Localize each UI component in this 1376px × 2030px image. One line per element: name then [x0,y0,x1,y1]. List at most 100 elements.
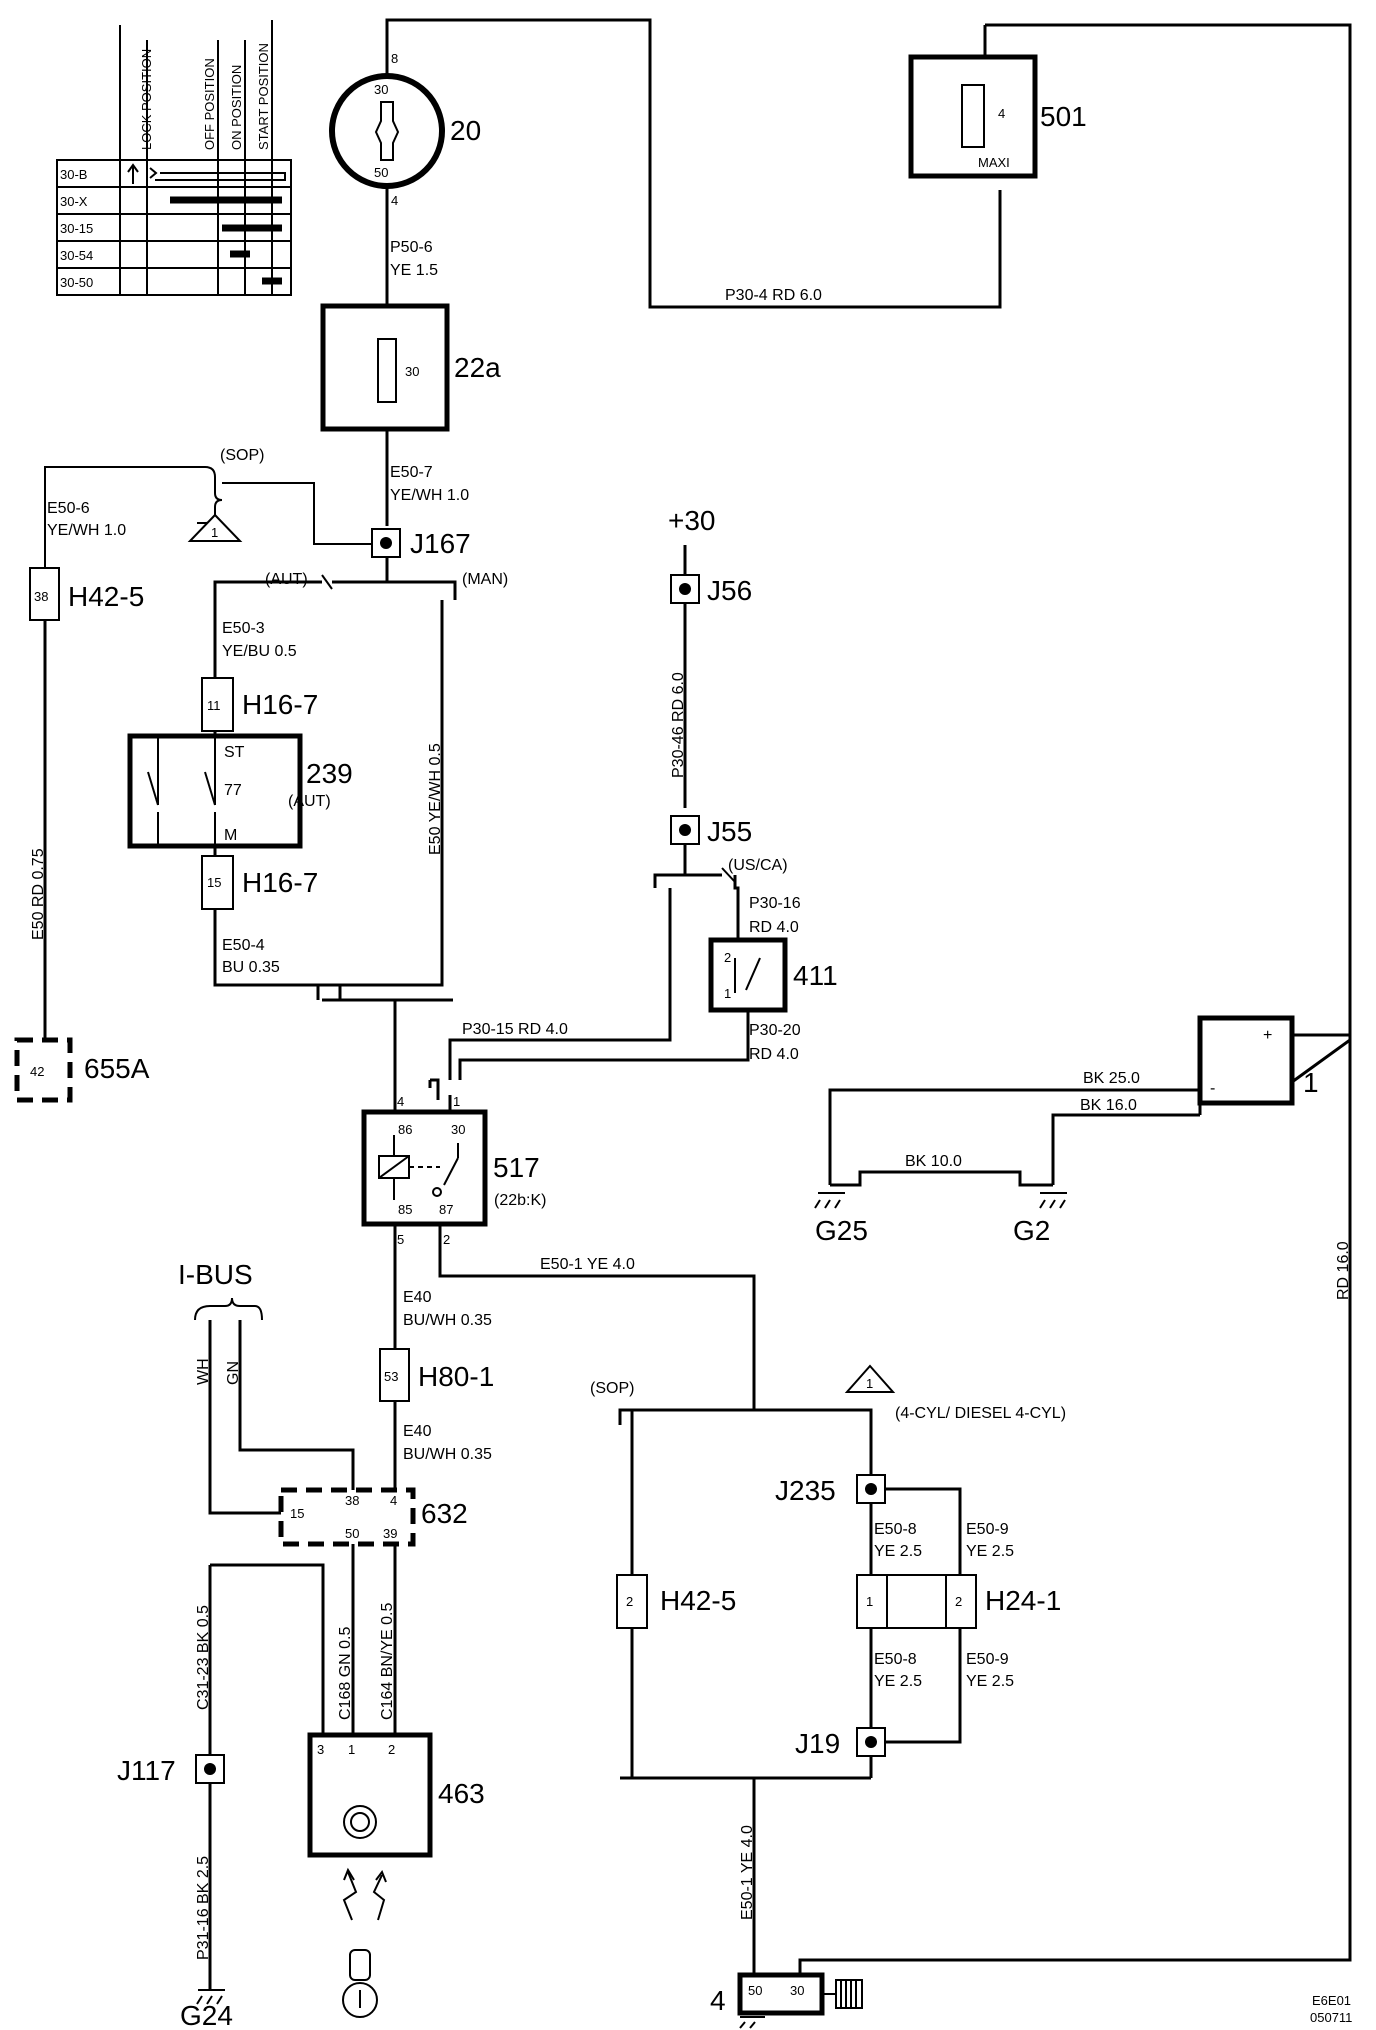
battery-label: 1 [1303,1067,1319,1098]
wire-e50-1-bottom: E50-1 YE 4.0 [739,1825,756,1920]
relay-517: 86 30 85 87 4 1 5 2 517 (22b:K) [361,1094,546,1247]
wire-e50-9-a-id: E50-9 [966,1521,1009,1538]
ground-starter-icon [739,2016,765,2029]
splice-j55: J55 [670,815,752,847]
c517-pin5: 5 [397,1232,404,1247]
c632-38: 38 [345,1493,359,1508]
c463-label: 463 [438,1778,485,1809]
ref-code-2: 050711 [1310,2010,1352,2025]
note-aut: (AUT) [265,571,308,588]
j167-label: J167 [410,528,471,559]
wire-e40-b-spec: BU/WH 0.35 [403,1446,492,1463]
c20-pin50-label: 50 [374,165,388,180]
h16-7-bottom-label: H16-7 [242,867,318,898]
splice-j56: J56 [670,574,752,606]
signal-arrows-icon [342,1867,387,1921]
table-header-on: ON POSITION [229,65,244,150]
connector-h24-1: 1 2 H24-1 [856,1574,1061,1629]
c463-2: 2 [388,1742,395,1757]
wire-e50-7-spec: YE/WH 1.0 [390,487,469,504]
c4-30: 30 [790,1983,804,1998]
wire-p50-6-spec: YE 1.5 [390,262,438,279]
c4-50: 50 [748,1983,762,1998]
table-row-3054: 30-54 [60,248,93,263]
c632-39: 39 [383,1526,397,1541]
c517-label: 517 [493,1152,540,1183]
h24-1-pin1: 1 [866,1594,873,1609]
wire-p50-6-id: P50-6 [390,239,433,256]
starter-motor-4: 50 30 4 [710,1972,863,2029]
c632-50: 50 [345,1526,359,1541]
wire-e50-6-id: E50-6 [47,500,90,517]
c517-86: 86 [398,1122,412,1137]
connector-h80-1: 53 H80-1 [379,1348,494,1402]
wire-p30-20-spec: RD 4.0 [749,1046,799,1063]
g2-label: G2 [1013,1215,1050,1246]
ibus-label: I-BUS [178,1259,253,1290]
c517-30: 30 [451,1122,465,1137]
wire-p30-15: P30-15 RD 4.0 [462,1021,568,1038]
wire-e50-9-a-spec: YE 2.5 [966,1543,1014,1560]
connector-h16-7-bottom: 15 H16-7 [201,855,318,910]
c463-1: 1 [348,1742,355,1757]
table-row-3015: 30-15 [60,221,93,236]
c501-pin-label: 4 [998,106,1005,121]
wire-p30-16-id: P30-16 [749,895,801,912]
c517-87: 87 [439,1202,453,1217]
ground-g24-icon [196,1989,225,2005]
c411-pin2: 2 [724,950,731,965]
h24-1-pin2: 2 [955,1594,962,1609]
c22a-label: 22a [454,352,501,383]
table-header-start: START POSITION [256,43,271,150]
battery-plus: + [1263,1027,1272,1044]
c20-conn8-label: 8 [391,51,398,66]
c4-label: 4 [710,1985,726,2016]
maxi-fuse-501: 4 MAXI 501 [908,54,1087,179]
warning-top-number: 1 [211,525,218,540]
wire-e50-1-top: E50-1 YE 4.0 [540,1256,635,1273]
wire-p30-20-id: P30-20 [749,1022,801,1039]
wire-e50-9-b-id: E50-9 [966,1651,1009,1668]
h16-7-top-label: H16-7 [242,689,318,720]
table-row-30b: 30-B [60,167,87,182]
lock-arrow-icon [127,163,139,184]
c20-label: 20 [450,115,481,146]
c517-note: (22b:K) [494,1192,546,1209]
wire-e40-b-id: E40 [403,1423,432,1440]
component-655a: 42 655A [14,1037,150,1103]
plus30-label: +30 [668,505,716,536]
j117-label: J117 [117,1755,176,1786]
c655a-label: 655A [84,1053,150,1084]
c501-type-label: MAXI [978,155,1010,170]
c239-st: ST [224,744,245,761]
c517-pin1: 1 [453,1094,460,1109]
connector-h16-7-top: 11 H16-7 [201,677,318,732]
table-row-30x: 30-X [60,194,88,209]
connector-h42-5-top: 38 H42-5 [29,567,144,621]
c501-label: 501 [1040,101,1087,132]
h16-7-bottom-pin: 15 [207,875,221,890]
table-header-off: OFF POSITION [202,58,217,150]
wire-e50-8-a-id: E50-8 [874,1521,917,1538]
h42-5-top-pin: 38 [34,589,48,604]
c463-3: 3 [317,1742,324,1757]
ground-g2-icon [1039,1192,1067,1209]
h80-1-pin: 53 [384,1369,398,1384]
table-row-3050: 30-50 [60,275,93,290]
c632-15: 15 [290,1506,304,1521]
wire-p31-16: P31-16 BK 2.5 [195,1856,212,1960]
g24-label: G24 [180,2000,233,2030]
gear-icon [822,1979,863,2009]
note-sop-bottom: (SOP) [590,1380,634,1397]
battery-1: + - 1 [1197,1015,1319,1106]
module-632: 15 38 4 50 39 632 [278,1487,468,1547]
table-header-lock: LOCK POSITION [139,49,154,150]
wire-e50-8-b-spec: YE 2.5 [874,1673,922,1690]
warning-bottom-number: 1 [866,1376,873,1391]
wire-rd16: RD 16.0 [1335,1241,1352,1300]
fuse-22a: 30 22a [320,303,501,432]
receiver-463: 3 1 2 463 [307,1732,485,1858]
j56-label: J56 [707,575,752,606]
ref-code-1: E6E01 [1312,1993,1351,2008]
